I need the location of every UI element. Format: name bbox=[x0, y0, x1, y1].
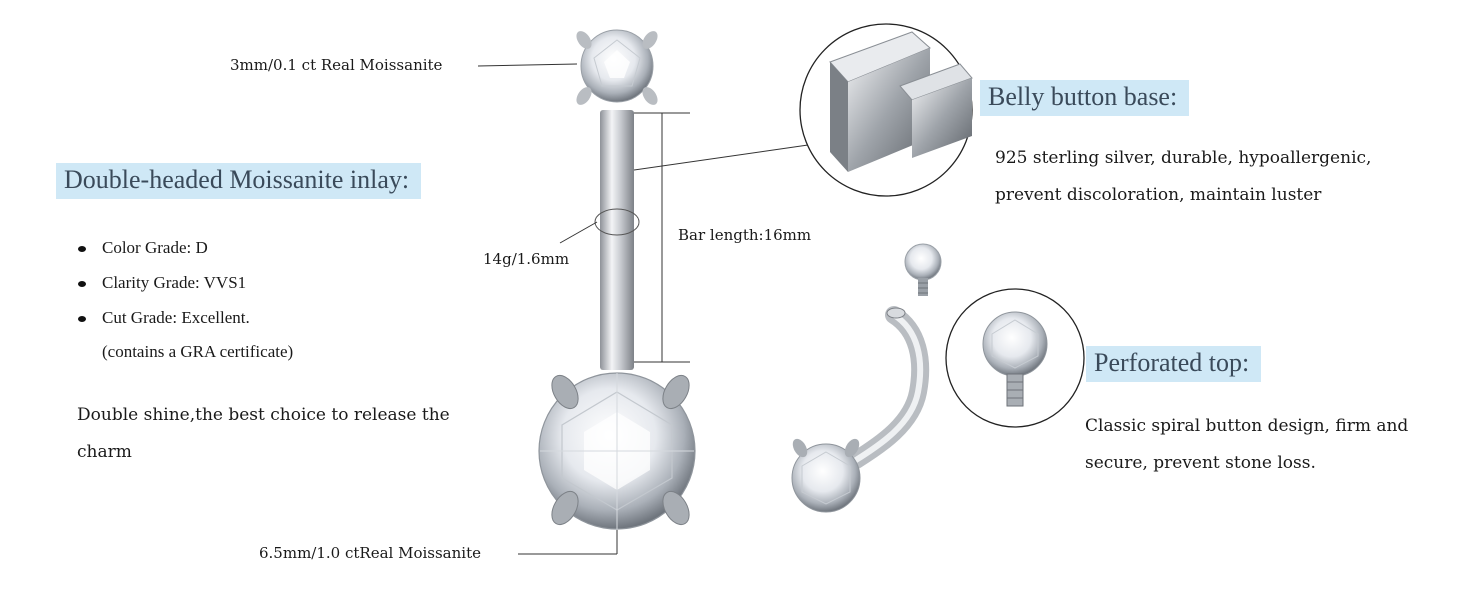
gauge-label: 14g/1.6mm bbox=[483, 250, 570, 268]
bottom-moissanite-stone bbox=[538, 372, 696, 530]
top-section-heading: Perforated top: bbox=[1086, 346, 1262, 382]
base-detail-magnifier bbox=[799, 23, 973, 197]
loose-threaded-top bbox=[904, 243, 942, 296]
left-section-heading: Double-headed Moissanite inlay: bbox=[56, 163, 422, 199]
list-item: Cut Grade: Excellent. bbox=[78, 306, 250, 341]
base-section-heading: Belly button base: bbox=[980, 80, 1190, 116]
left-paragraph: Double shine,the best choice to release … bbox=[77, 405, 450, 462]
bullet-icon bbox=[78, 281, 86, 287]
bar-length-label: Bar length:16mm bbox=[678, 226, 812, 244]
curved-barbell bbox=[791, 306, 930, 513]
top-stone-label: 3mm/0.1 ct Real Moissanite bbox=[230, 56, 443, 74]
top-description: Classic spiral button design, firm and s… bbox=[1085, 416, 1409, 473]
base-description: 925 sterling silver, durable, hypoallerg… bbox=[995, 148, 1372, 205]
top-moissanite-stone bbox=[576, 29, 658, 105]
top-detail-magnifier bbox=[945, 288, 1085, 428]
barbell-bar bbox=[600, 110, 634, 370]
bullet-icon bbox=[78, 246, 86, 252]
certificate-note: (contains a GRA certificate) bbox=[102, 342, 294, 361]
grade-list: Color Grade: D Clarity Grade: VVS1 Cut G… bbox=[78, 236, 250, 341]
bullet-icon bbox=[78, 316, 86, 322]
list-item: Clarity Grade: VVS1 bbox=[78, 271, 250, 306]
list-item: Color Grade: D bbox=[78, 236, 250, 271]
bottom-stone-label: 6.5mm/1.0 ctReal Moissanite bbox=[259, 544, 481, 562]
